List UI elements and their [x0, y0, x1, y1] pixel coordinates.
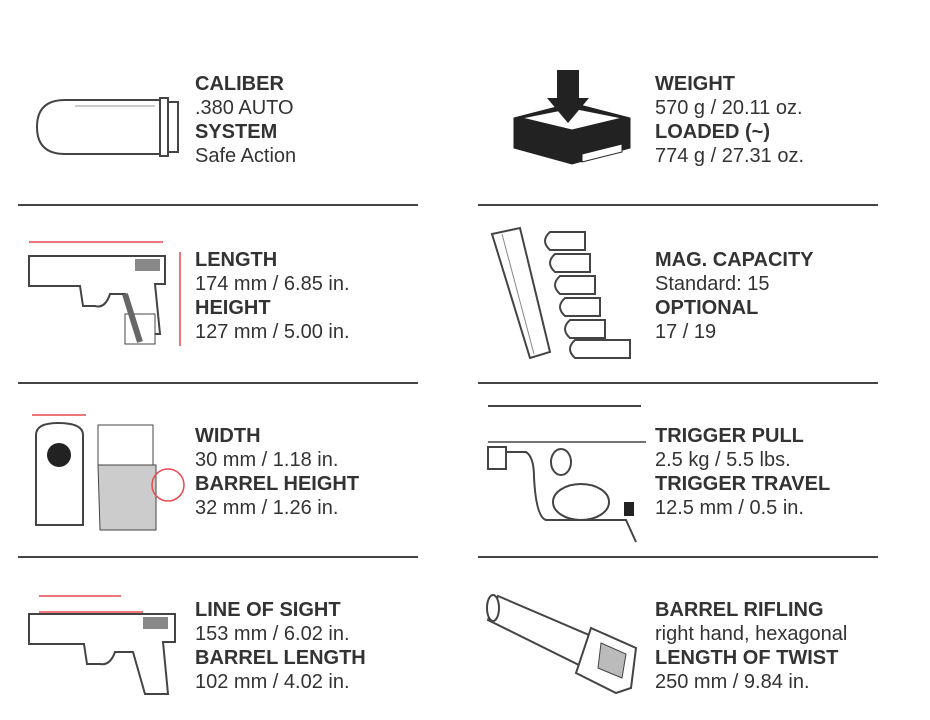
- spec-label: HEIGHT: [195, 297, 271, 319]
- spec-value: 153 mm / 6.02 in.: [195, 623, 350, 645]
- pistol-length-height-icon: [28, 241, 181, 346]
- spec-weight: WEIGHT 570 g / 20.11 oz. LOADED (~) 774 …: [655, 72, 804, 168]
- divider: [478, 556, 878, 558]
- spec-label: BARREL HEIGHT: [195, 473, 360, 495]
- spec-value: right hand, hexagonal: [655, 623, 848, 645]
- spec-label: BARREL RIFLING: [655, 599, 824, 621]
- divider: [18, 204, 418, 206]
- spec-value: 570 g / 20.11 oz.: [655, 97, 803, 119]
- barrel-icon: [486, 594, 638, 695]
- spec-label: LENGTH OF TWIST: [655, 647, 839, 669]
- pistol-sight-line-icon: [28, 595, 176, 695]
- divider: [478, 382, 878, 384]
- spec-value: .380 AUTO: [195, 97, 294, 119]
- cartridge-icon: [35, 97, 179, 157]
- spec-label: LOADED (~): [655, 121, 770, 143]
- trigger-icon: [487, 405, 646, 543]
- pistol-width-icon: [32, 414, 185, 531]
- spec-label: CALIBER: [195, 73, 284, 95]
- divider: [18, 556, 418, 558]
- spec-label: LENGTH: [195, 249, 278, 271]
- spec-barrel-rifling: BARREL RIFLING right hand, hexagonal LEN…: [655, 598, 847, 694]
- spec-label: OPTIONAL: [655, 297, 759, 319]
- spec-label: MAG. CAPACITY: [655, 249, 814, 271]
- spec-value: 127 mm / 5.00 in.: [195, 321, 350, 343]
- spec-length: LENGTH 174 mm / 6.85 in. HEIGHT 127 mm /…: [195, 248, 350, 344]
- spec-caliber: CALIBER .380 AUTO SYSTEM Safe Action: [195, 72, 296, 168]
- spec-label: SYSTEM: [195, 121, 278, 143]
- spec-value: 102 mm / 4.02 in.: [195, 671, 350, 693]
- spec-value: 12.5 mm / 0.5 in.: [655, 497, 804, 519]
- spec-value: 30 mm / 1.18 in.: [195, 449, 339, 471]
- spec-trigger: TRIGGER PULL 2.5 kg / 5.5 lbs. TRIGGER T…: [655, 424, 830, 520]
- spec-label: LINE OF SIGHT: [195, 599, 341, 621]
- spec-value: 774 g / 27.31 oz.: [655, 145, 805, 167]
- spec-label: WEIGHT: [655, 73, 735, 95]
- spec-label: TRIGGER PULL: [655, 425, 804, 447]
- magazine-cartridges-icon: [490, 226, 631, 360]
- spec-value: Safe Action: [195, 145, 297, 167]
- spec-value: 32 mm / 1.26 in.: [195, 497, 339, 519]
- divider: [478, 204, 878, 206]
- spec-value: 17 / 19: [655, 321, 717, 343]
- spec-width: WIDTH 30 mm / 1.18 in. BARREL HEIGHT 32 …: [195, 424, 359, 520]
- spec-label: WIDTH: [195, 425, 261, 447]
- spec-value: 174 mm / 6.85 in.: [195, 273, 350, 295]
- spec-label: BARREL LENGTH: [195, 647, 366, 669]
- spec-label: TRIGGER TRAVEL: [655, 473, 831, 495]
- spec-value: Standard: 15: [655, 273, 770, 295]
- scale-weight-icon: [513, 70, 631, 165]
- spec-value: 250 mm / 9.84 in.: [655, 671, 810, 693]
- spec-value: 2.5 kg / 5.5 lbs.: [655, 449, 791, 471]
- divider: [18, 382, 418, 384]
- spec-line-of-sight: LINE OF SIGHT 153 mm / 6.02 in. BARREL L…: [195, 598, 366, 694]
- spec-mag-capacity: MAG. CAPACITY Standard: 15 OPTIONAL 17 /…: [655, 248, 814, 344]
